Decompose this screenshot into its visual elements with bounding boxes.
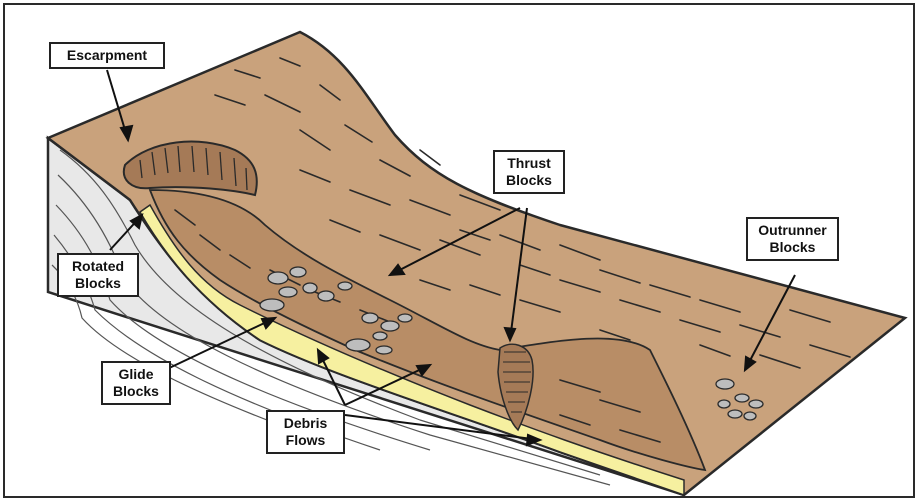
label-escarpment: Escarpment [49,42,165,69]
